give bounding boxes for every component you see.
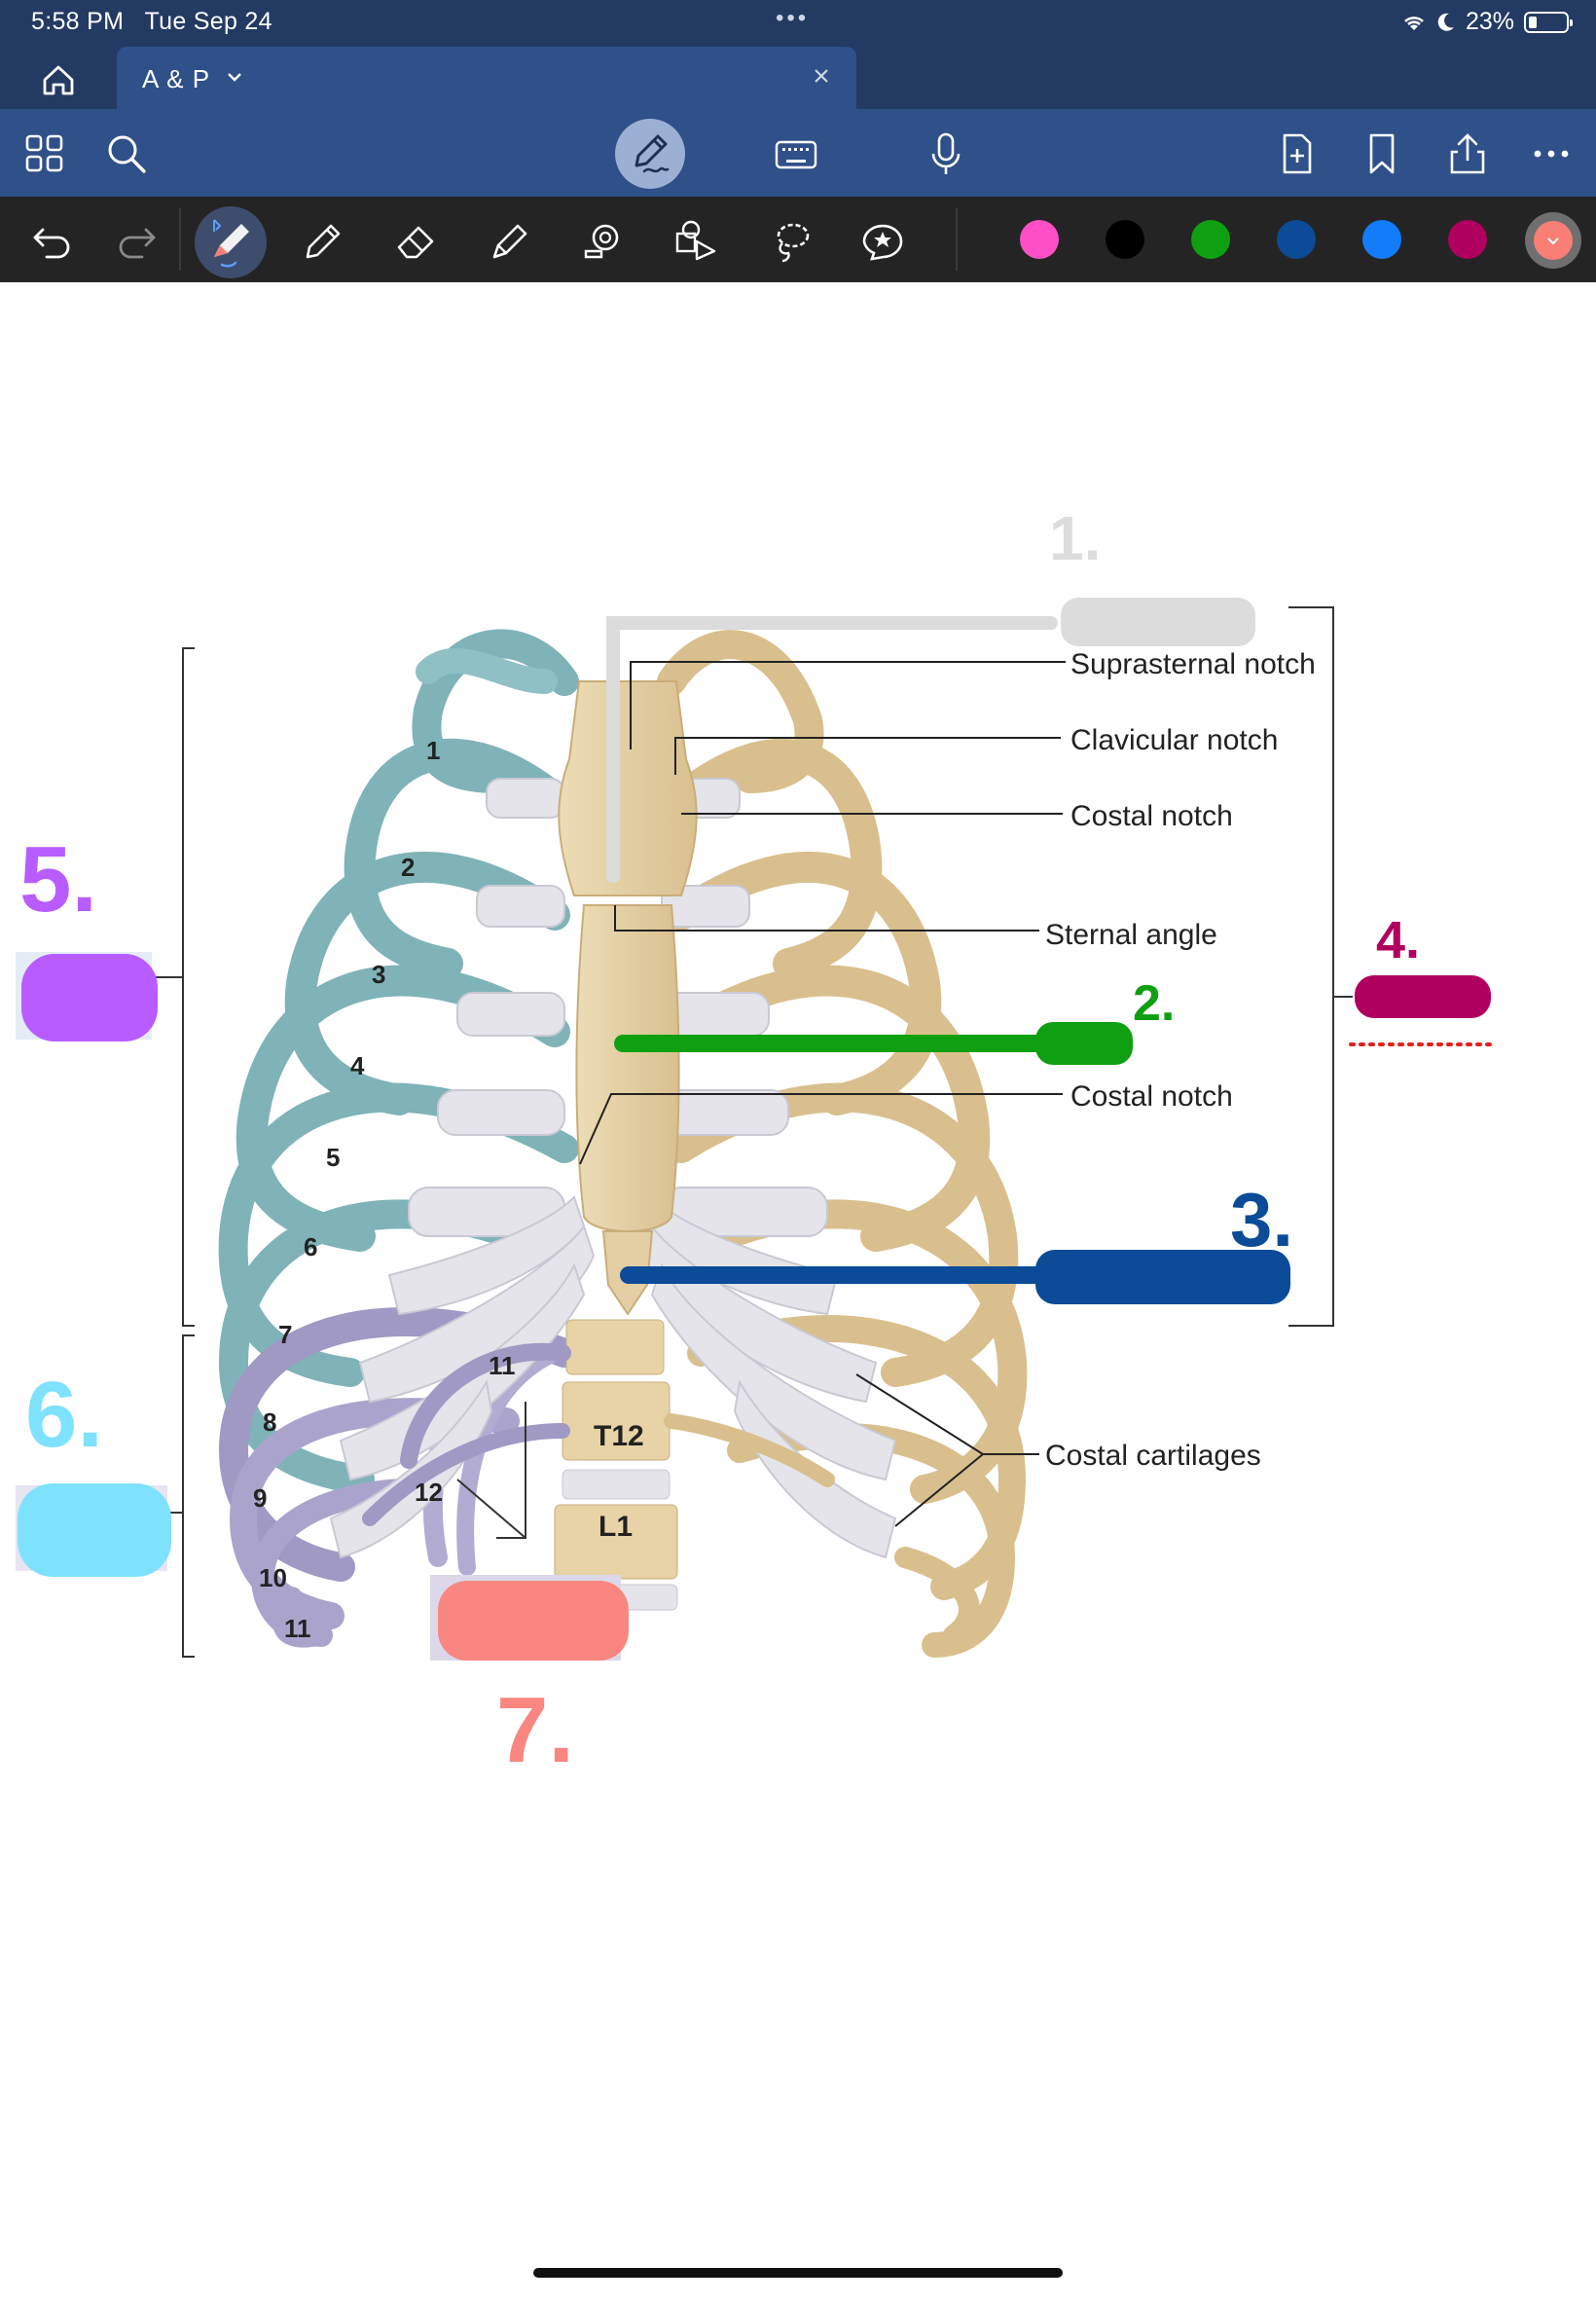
drawing-toolbar (0, 197, 1596, 282)
more-icon[interactable] (1528, 130, 1575, 177)
microphone-icon[interactable] (923, 130, 969, 177)
bluetooth-pen-icon (213, 219, 249, 268)
pen-mode-icon (635, 134, 670, 173)
eraser-icon[interactable] (391, 216, 440, 265)
leader-lines (579, 661, 1066, 1527)
multitasking-dots-icon[interactable]: ••• (776, 5, 810, 31)
status-date: Tue Sep 24 (144, 8, 272, 35)
pen-icon[interactable] (298, 216, 346, 265)
highlighter-icon[interactable] (485, 216, 533, 265)
sticker-icon[interactable] (858, 216, 907, 265)
scribble-4 (1355, 975, 1491, 1018)
search-icon[interactable] (103, 130, 150, 177)
scribble-1 (1061, 598, 1255, 646)
rib-numbers: 1 2 3 4 5 6 7 8 9 10 11 11 12 (253, 736, 516, 1643)
tab-bar: A & P (0, 47, 1596, 109)
color-swatch-black[interactable] (1106, 220, 1144, 259)
rib-number: 6 (304, 1232, 317, 1261)
bookmark-icon[interactable] (1359, 130, 1405, 177)
handwritten-annotations: 1. 2. 3. 4. 5. 6. 7. (16, 503, 1495, 1782)
color-swatch-green[interactable] (1191, 220, 1230, 259)
redo-icon[interactable] (113, 216, 162, 265)
scribble-7 (438, 1581, 629, 1661)
document-tab[interactable]: A & P (117, 47, 856, 109)
scribble-6 (18, 1483, 171, 1577)
color-swatch-magenta[interactable] (1448, 220, 1487, 259)
annotation-4: 4. (1376, 911, 1420, 969)
rib-number: 9 (253, 1483, 267, 1513)
rib-number-back: 11 (489, 1351, 516, 1380)
rib-number: 5 (326, 1143, 340, 1172)
shape-tool-icon[interactable] (578, 216, 627, 265)
rib-number: 8 (263, 1407, 276, 1437)
add-page-icon[interactable] (1273, 130, 1320, 177)
rib-number: 1 (426, 736, 440, 765)
rib-number: 3 (372, 960, 385, 989)
status-clock: 5:58 PM (31, 8, 125, 35)
elements-icon[interactable] (671, 216, 720, 265)
toolbar-divider (956, 208, 958, 271)
status-time: 5:58 PM Tue Sep 24 (31, 8, 272, 36)
status-indicators: 23% (1401, 8, 1573, 36)
scribble-2 (1035, 1022, 1133, 1065)
close-icon[interactable] (810, 64, 833, 88)
annotation-7: 7. (496, 1678, 574, 1782)
handwriting-mode-button[interactable] (615, 119, 685, 189)
floating-ribs-back (362, 1342, 571, 1526)
top-toolbar (0, 109, 1596, 197)
document-tab-title: A & P (142, 64, 211, 93)
scribble-3 (1035, 1250, 1290, 1304)
moon-icon (1437, 13, 1454, 31)
bluetooth-pen-tool[interactable] (195, 206, 267, 278)
color-swatch-pink[interactable] (1020, 220, 1059, 259)
keyboard-icon[interactable] (773, 130, 819, 177)
label-suprasternal-notch: Suprasternal notch (1070, 648, 1316, 680)
chevron-down-icon[interactable] (222, 64, 247, 90)
color-swatch-salmon-selected[interactable] (1525, 212, 1581, 269)
lasso-icon[interactable] (767, 216, 816, 265)
label-costal-notch-upper: Costal notch (1070, 800, 1233, 832)
color-swatch-blue[interactable] (1362, 220, 1401, 259)
rib-number: 10 (259, 1563, 287, 1592)
wifi-icon (1404, 16, 1424, 30)
rib-number: 2 (401, 853, 415, 882)
rib-number: 4 (350, 1051, 365, 1080)
annotation-2: 2. (1133, 975, 1175, 1032)
label-costal-cartilages: Costal cartilages (1045, 1440, 1261, 1472)
chevron-down-icon (1547, 238, 1559, 245)
home-icon[interactable] (37, 60, 80, 99)
note-canvas[interactable]: Suprasternal notch Clavicular notch Cost… (0, 282, 1596, 2297)
rib-number: 7 (278, 1320, 292, 1349)
brackets (156, 606, 1353, 1658)
home-indicator[interactable] (533, 2268, 1063, 2278)
annotation-5: 5. (19, 827, 97, 932)
annotation-6: 6. (25, 1363, 103, 1467)
share-icon[interactable] (1444, 130, 1491, 177)
label-l1: L1 (598, 1511, 633, 1543)
toolbar-divider (179, 208, 181, 271)
sternum (558, 680, 698, 1316)
battery-percent: 23% (1465, 8, 1514, 35)
color-swatch-salmon (1534, 221, 1573, 260)
annotation-1: 1. (1049, 503, 1101, 573)
battery-icon (1524, 11, 1573, 33)
label-sternal-angle: Sternal angle (1045, 919, 1217, 951)
rib-number-back: 12 (415, 1478, 443, 1507)
label-t12: T12 (594, 1420, 644, 1452)
undo-icon[interactable] (27, 216, 76, 265)
scribble-5 (21, 954, 158, 1041)
color-swatch-navy[interactable] (1277, 220, 1316, 259)
rib-number: 11 (284, 1614, 311, 1643)
status-bar: 5:58 PM Tue Sep 24 ••• 23% (0, 0, 1596, 47)
rib-cage-diagram: Suprasternal notch Clavicular notch Cost… (16, 503, 1495, 1782)
label-clavicular-notch: Clavicular notch (1070, 724, 1278, 756)
grid-view-icon[interactable] (21, 130, 68, 177)
label-costal-notch-lower: Costal notch (1070, 1080, 1233, 1113)
diagram-labels: Suprasternal notch Clavicular notch Cost… (594, 648, 1316, 1543)
annotation-3: 3. (1230, 1177, 1293, 1262)
